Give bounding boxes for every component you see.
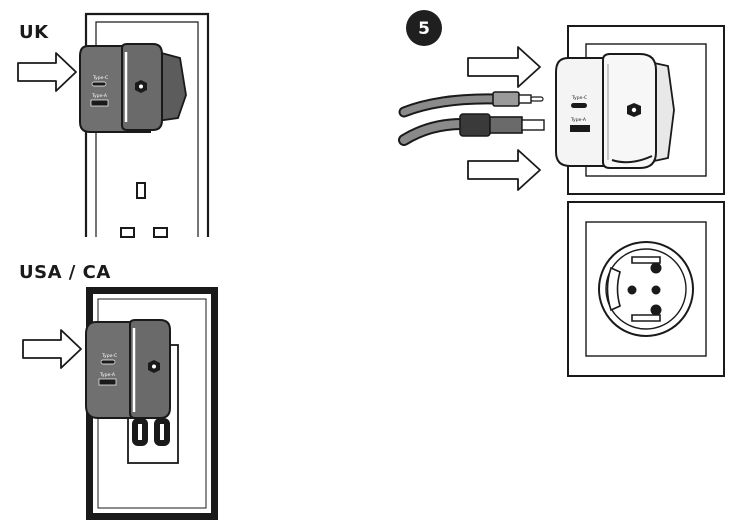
usa-charger: Type-C Type-A <box>85 319 171 419</box>
eu-schuko-socket <box>598 241 694 337</box>
eu-type-c-port <box>571 103 587 108</box>
eu-charger: Type-C Type-A <box>555 53 675 169</box>
eu-type-a-port <box>570 125 590 132</box>
uk-charger-hex-icon <box>135 80 147 93</box>
uk-type-c-port <box>91 81 107 87</box>
usa-outlets <box>132 418 170 446</box>
uk-type-c-text: Type-C <box>92 75 108 81</box>
uk-insert-arrow <box>17 52 77 92</box>
usb-c-cable <box>398 91 544 118</box>
usb-a-cable <box>398 113 545 146</box>
eu-type-a-text: Type-A <box>570 117 587 123</box>
usa-insert-arrow <box>22 329 82 369</box>
uk-panel: UK Type-C <box>17 12 210 238</box>
usa-panel: USA / CA Type <box>19 262 218 520</box>
uk-charger: Type-C Type-A <box>79 43 187 133</box>
uk-label: UK <box>19 22 49 43</box>
usa-type-a-port <box>98 378 117 386</box>
eu-upper-arrow <box>467 46 541 88</box>
eu-lower-arrow <box>467 149 541 191</box>
eu-type-c-text: Type-C <box>571 95 587 101</box>
usa-type-a-text: Type-A <box>99 372 116 378</box>
step-badge: 5 <box>406 10 442 46</box>
step-number: 5 <box>418 19 430 39</box>
usa-type-c-port <box>100 359 116 365</box>
usa-type-c-text: Type-C <box>101 353 117 359</box>
usa-label: USA / CA <box>19 262 111 283</box>
uk-type-a-port <box>90 99 109 107</box>
uk-socket-holes <box>120 182 168 238</box>
usa-charger-hex-icon <box>148 360 160 373</box>
eu-charger-hex-icon <box>627 103 641 117</box>
uk-type-a-text: Type-A <box>91 93 108 99</box>
eu-panel: 5 <box>398 10 725 377</box>
